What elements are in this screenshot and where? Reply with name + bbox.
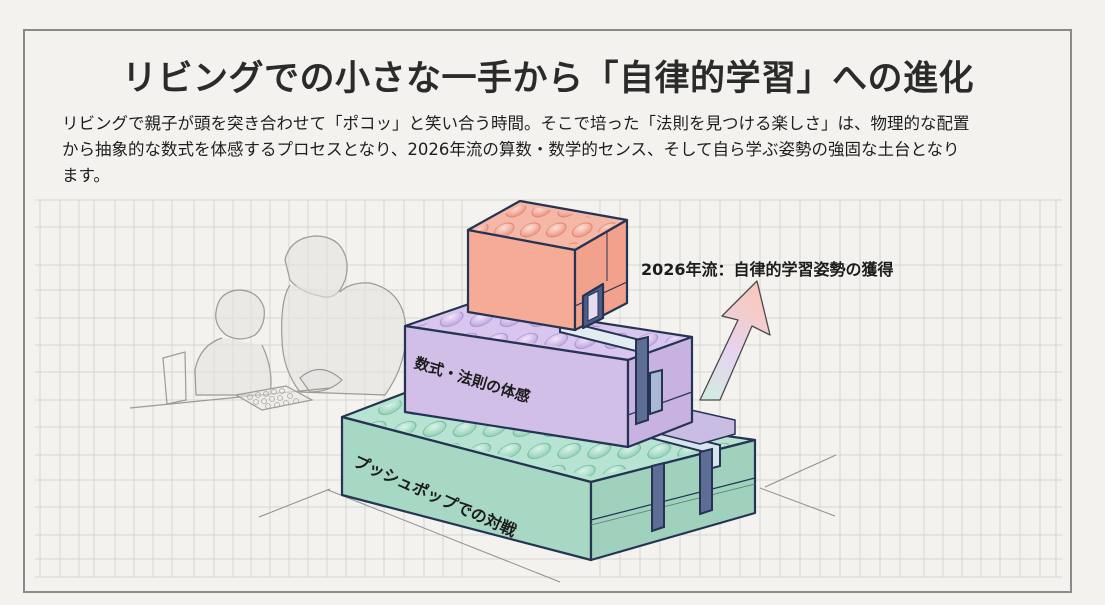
description-text: リビングで親子が頭を突き合わせて「ポコッ」と笑い合う時間。そこで培った「法則を見…: [62, 111, 1052, 189]
page-title: リビングでの小さな一手から「自律的学習」への進化: [121, 59, 974, 99]
goal-label: 2026年流：自律的学習姿勢の獲得: [641, 260, 894, 279]
description-line-2: から抽象的な数式を体感するプロセスとなり、2026年流の算数・数学的センス、そし…: [62, 140, 960, 159]
description-line-3: ます。: [62, 166, 110, 185]
description-line-1: リビングで親子が頭を突き合わせて「ポコッ」と笑い合う時間。そこで培った「法則を見…: [62, 114, 970, 133]
